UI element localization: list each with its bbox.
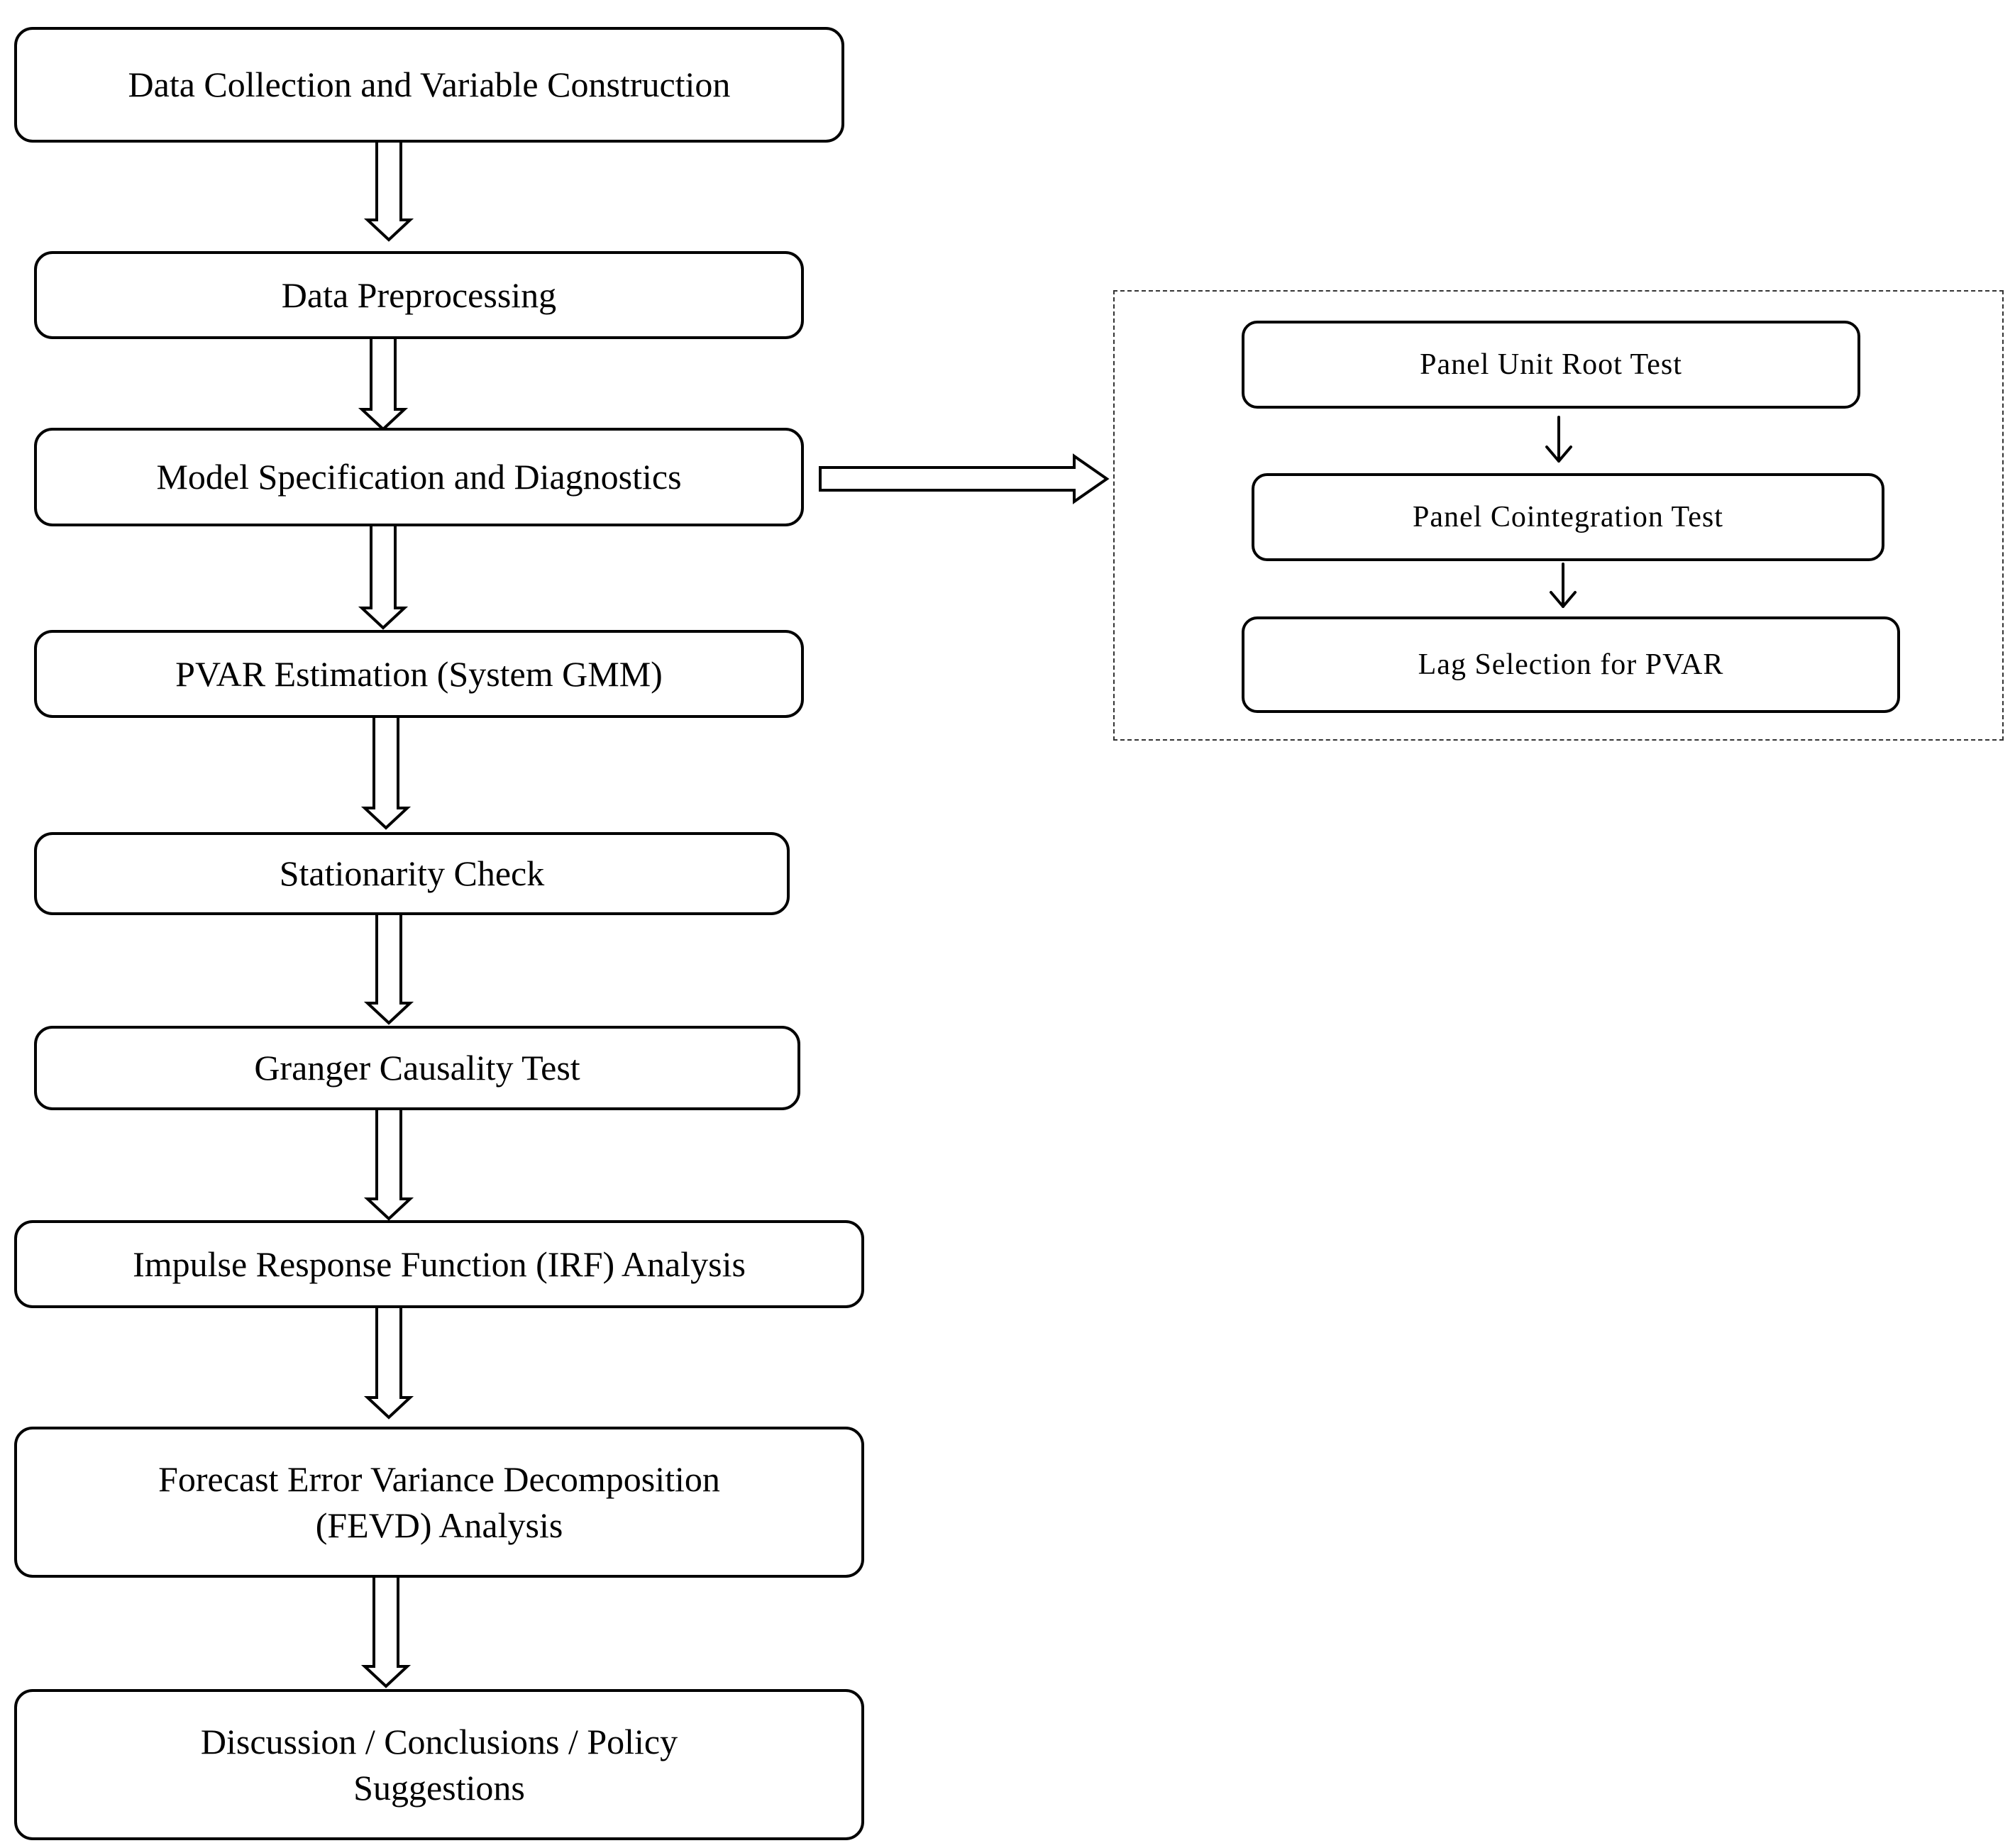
- flow-arrow-1: [363, 139, 414, 242]
- step-label-line1: Discussion / Conclusions / Policy: [200, 1721, 678, 1761]
- flow-arrow-8: [360, 1575, 412, 1688]
- flow-arrow-3: [358, 524, 409, 630]
- step-label-line1: Forecast Error Variance Decomposition: [158, 1459, 720, 1499]
- flow-arrow-7: [363, 1305, 414, 1420]
- step-label: Impulse Response Function (IRF) Analysis: [133, 1244, 746, 1284]
- step-label: Data Preprocessing: [281, 275, 557, 315]
- substep-label: Lag Selection for PVAR: [1418, 648, 1724, 681]
- substep-label: Panel Cointegration Test: [1413, 500, 1723, 533]
- flow-arrow-6: [363, 1107, 414, 1221]
- step-pvar-estimation: PVAR Estimation (System GMM): [34, 630, 804, 718]
- flow-arrow-5: [363, 912, 414, 1025]
- flow-arrow-4: [360, 715, 412, 830]
- step-stationarity-check: Stationarity Check: [34, 832, 790, 915]
- flow-arrow-right: [819, 453, 1110, 504]
- step-label: Granger Causality Test: [254, 1048, 580, 1088]
- step-label: Data Collection and Variable Constructio…: [128, 65, 731, 104]
- substep-label: Panel Unit Root Test: [1420, 348, 1682, 381]
- step-label: PVAR Estimation (System GMM): [175, 653, 663, 694]
- step-data-collection: Data Collection and Variable Constructio…: [14, 27, 844, 143]
- step-label-line2: (FEVD) Analysis: [315, 1505, 563, 1545]
- step-granger-causality: Granger Causality Test: [34, 1026, 800, 1110]
- step-data-preprocessing: Data Preprocessing: [34, 251, 804, 339]
- step-model-specification: Model Specification and Diagnostics: [34, 428, 804, 526]
- diagnostics-group: [1113, 290, 2004, 741]
- step-label-line2: Suggestions: [353, 1767, 525, 1808]
- substep-lag-selection: Lag Selection for PVAR: [1242, 616, 1900, 713]
- substep-panel-cointegration: Panel Cointegration Test: [1252, 473, 1884, 561]
- step-fevd-analysis: Forecast Error Variance Decomposition (F…: [14, 1427, 864, 1578]
- step-irf-analysis: Impulse Response Function (IRF) Analysis: [14, 1220, 864, 1308]
- flow-arrow-2: [358, 336, 409, 431]
- substep-panel-unit-root: Panel Unit Root Test: [1242, 321, 1860, 409]
- step-label: Model Specification and Diagnostics: [156, 457, 682, 497]
- step-discussion-conclusions: Discussion / Conclusions / Policy Sugges…: [14, 1689, 864, 1840]
- step-label: Stationarity Check: [279, 853, 545, 893]
